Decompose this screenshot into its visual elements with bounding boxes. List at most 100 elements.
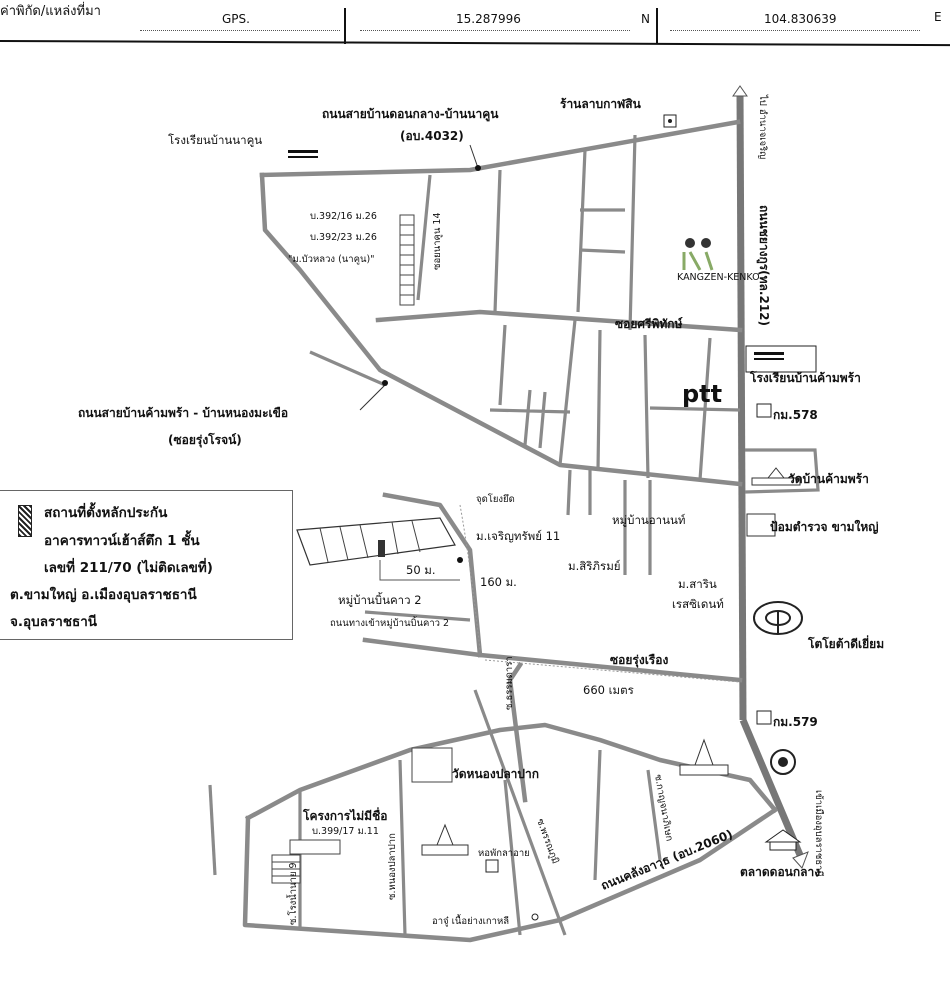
road-binkao-entry <box>364 610 471 622</box>
road-binkao-label: ถนนทางเข้าหมู่บ้านบิ้นคาว 2 <box>330 616 449 629</box>
housing-nakoon <box>399 214 415 306</box>
village-sarin-label: ม.สาริน <box>678 577 717 591</box>
police-icon <box>746 513 776 537</box>
junction-dot <box>475 165 481 171</box>
legend-line-5: จ.อุบลราชธานี <box>10 614 98 630</box>
school-nakoon-label: โรงเรียนบ้านนาคูน <box>168 133 262 147</box>
townhouse-block <box>296 517 456 566</box>
km578-label: กม.578 <box>773 408 818 422</box>
ptt-logo: ptt <box>682 380 722 408</box>
housing-south <box>271 747 453 884</box>
dorm-icon <box>485 859 499 873</box>
minor-roads-mid2 <box>489 389 571 449</box>
arrow-south-icon <box>792 851 809 869</box>
distance-50m: 50 ม. <box>406 563 436 577</box>
road-khlang <box>242 806 779 943</box>
soi-rungrojana-label: (ซอยรุ่งโรจน์) <box>168 432 242 448</box>
distance-660m: 660 เมตร <box>583 683 634 697</box>
village-binkao-label: หมู่บ้านบิ้นคาว 2 <box>338 592 422 607</box>
km579-label: กม.579 <box>773 715 818 729</box>
longitude-value: 104.830639 <box>764 12 837 26</box>
minor-roads-mid <box>498 319 712 481</box>
dorm-label: หอพักลาอาย <box>478 848 530 859</box>
minor-roads-north <box>493 134 637 331</box>
highway-road-south <box>739 718 804 857</box>
minor-roads-south <box>398 749 662 936</box>
soi-nakoon-label: ซอยนาคูน 14 <box>432 212 443 270</box>
gps-label: GPS. <box>222 12 250 26</box>
temple-icon <box>421 823 469 856</box>
dimension-50m <box>379 560 460 581</box>
toyota-icon <box>753 601 803 635</box>
soi-nakoon-road <box>416 174 432 301</box>
to-ubon-label: เข้าเมืองอุบลราชธานี <box>813 790 825 878</box>
legend-line-1: สถานที่ตั้งหลักประกัน <box>44 505 168 521</box>
collateral-legend: สถานที่ตั้งหลักประกัน อาคารทาวน์เฮ้าส์ตึ… <box>0 490 293 640</box>
distance-160m: 160 ม. <box>480 575 517 589</box>
school-icon <box>288 150 318 153</box>
divider <box>656 8 658 44</box>
junction-dot <box>382 380 388 386</box>
market-icon <box>764 749 802 851</box>
ref-point-label: จุดโยงยึด <box>476 493 515 505</box>
soi-dharmatara-road <box>507 661 528 803</box>
road-khampra-label: ถนนสายบ้านค้ามพร้า - บ้านหนองมะเขือ <box>78 406 288 420</box>
dimension-160m <box>459 504 481 651</box>
header-bar: ค่าพิกัด/แหล่งที่มา GPS. 15.287996 N 104… <box>0 0 950 47</box>
village-buaruang-label: "ม.บัวหลวง (นาคูน)" <box>288 254 375 265</box>
to-amnat-label: ไป อำนาจเจริญ <box>757 94 769 159</box>
restaurant-label: อาจู๋ เนื้อย่างเกาหลี <box>432 914 509 927</box>
pointer-line <box>359 384 386 411</box>
village-sarin-label-2: เรสซิเดนท์ <box>672 597 724 611</box>
pointer-line <box>469 144 479 169</box>
soi-rotnai-label: ซ.โรงน้ำนาย 9 <box>286 862 299 925</box>
east-label: E <box>934 10 942 24</box>
soi-rungruang-label: ซอยรุ่งเรือง <box>610 653 668 668</box>
toyota-label: โตโยต้าดีเยี่ยม <box>807 635 884 651</box>
hatch-swatch-icon <box>18 505 32 537</box>
police-label: ป้อมตำรวจ ขามใหญ่ <box>770 519 879 534</box>
legend-line-4: ต.ขามใหญ่ อ.เมืองอุบลราชธานี <box>10 587 197 603</box>
road-binkao <box>382 492 483 658</box>
road-khampra <box>259 172 743 487</box>
soi-dharmatara-label: ซ.ธรรมดารา <box>504 656 515 710</box>
km-marker-icon <box>756 403 772 418</box>
latitude-value: 15.287996 <box>456 12 521 26</box>
house-label-1: บ.392/16 ม.26 <box>310 211 377 222</box>
soi-nongplapak-label: ซ.หนองปลาปาก <box>387 833 398 900</box>
temple-icon <box>679 738 729 776</box>
project-noname-label: โครงการไม่มีชื่อ <box>302 807 387 823</box>
road-khampra-west <box>309 350 386 387</box>
village-arnon-label: หมู่บ้านอานนท์ <box>612 513 685 527</box>
ref-point-dot <box>457 557 463 563</box>
kangzen-text: KANGZEN-KENKO <box>677 272 760 283</box>
temple-icon <box>751 467 801 486</box>
soi-rungruang-road <box>362 637 743 683</box>
restaurant-icon <box>531 913 539 921</box>
lon-dots <box>670 30 920 31</box>
road-north-code: (อบ.4032) <box>400 129 464 143</box>
wat-khampra-label: วัดบ้านค้ามพร้า <box>788 472 869 486</box>
shop-label: ร้านลาบกาฬสิน <box>560 97 642 111</box>
wat-nongplapak-label: วัดหนองปลาปาก <box>452 767 539 781</box>
divider <box>344 8 346 44</box>
minor-roads-north2 <box>579 208 626 254</box>
house-label-2: บ.392/23 ม.26 <box>310 232 377 243</box>
house-label-3: บ.399/17 ม.11 <box>312 826 379 837</box>
gps-dots <box>140 30 340 31</box>
highway-label: ถนนชยางกูร(ทล.212) <box>756 205 771 326</box>
road-north-label: ถนนสายบ้านดอนกลาง-บ้านนาคูน <box>322 107 499 122</box>
wat-road <box>744 448 820 494</box>
source-label: ค่าพิกัด/แหล่งที่มา <box>0 4 101 19</box>
km-marker-icon <box>756 710 772 725</box>
minor-road-west <box>208 784 217 876</box>
collateral-marker <box>378 540 385 557</box>
legend-line-3: เลขที่ 211/70 (ไม่ติดเลขที่) <box>44 560 213 576</box>
kangzen-logo: KANGZEN-KENKO <box>677 238 760 283</box>
minor-roads-central <box>566 469 652 575</box>
soi-sripipat-road <box>375 309 743 333</box>
arrow-north-icon <box>732 85 748 97</box>
soi-sripipat-label: ซอยศรีพิทักษ์ <box>615 317 683 331</box>
village-charoensap-label: ม.เจริญทรัพย์ 11 <box>476 529 560 543</box>
